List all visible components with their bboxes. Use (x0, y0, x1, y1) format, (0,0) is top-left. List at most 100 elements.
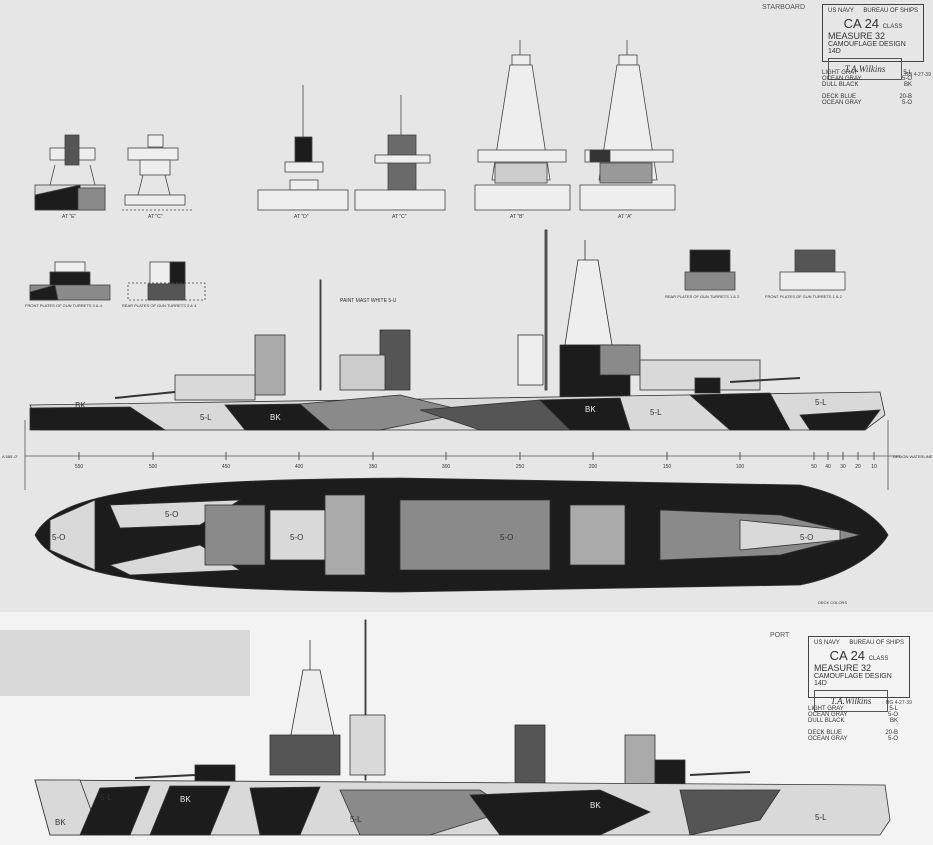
caption-front-plates-1-2: FRONT PLATES OF GUN TURRETS 1 & 2 (765, 294, 843, 299)
caption-at-a: AT "A" (618, 214, 632, 220)
legend-code: 20-B (885, 730, 898, 736)
frame-label: 250 (516, 464, 525, 470)
org-label: US NAVY (828, 8, 854, 14)
frame-label: 10 (871, 464, 877, 470)
legend-name: DULL BLACK (808, 718, 845, 724)
legend-name: OCEAN GRAY (808, 736, 848, 742)
front-plates-turrets-3-4 (29, 261, 111, 301)
approval-signature: T.A.Wilkins (828, 58, 902, 80)
frame-label: 100 (736, 464, 745, 470)
legend-code: 5-O (901, 76, 912, 82)
code-label-5l: 5-L (815, 813, 827, 822)
section-at-c-2 (354, 95, 446, 211)
code-label-bk: BK (75, 401, 86, 410)
frame-marks: 550 500 450 400 350 300 250 200 150 100 50 40 30 20 10 (75, 452, 877, 470)
org-label: US NAVY (814, 640, 840, 646)
class-suffix: CLASS (882, 24, 903, 30)
port-color-legend: LIGHT GRAY 5-L OCEAN GRAY 5-O DULL BLACK BK… (808, 706, 898, 742)
frame-label: 40 (825, 464, 831, 470)
caption-at-c-2: AT "C" (392, 214, 407, 220)
legend-code: 5-O (901, 100, 912, 106)
date-stamp: BG 4-27-39 (905, 72, 931, 78)
legend-code: 20-B (899, 94, 912, 100)
caption-at-d: AT "D" (294, 214, 309, 220)
class-name: CA 24 (843, 16, 880, 31)
code-label-bk: BK (180, 795, 191, 804)
section-captions: AT "E" AT "C" AT "D" AT "C" AT "B" AT "A… (2, 214, 933, 605)
legend-code: 5-O (887, 712, 898, 718)
caption-at-c: AT "C" (148, 214, 163, 220)
legend-code: 5-O (887, 736, 898, 742)
frame-label: 30 (840, 464, 846, 470)
caption-front-plates-3-4: FRONT PLATES OF GUN TURRETS 3 & 4 (25, 303, 103, 308)
code-label-5l: 5-L (815, 398, 827, 407)
legend-name: OCEAN GRAY (808, 712, 848, 718)
code-label-5l: 5-L (200, 413, 212, 422)
mast-note: PAINT MAST WHITE 5-U (340, 298, 397, 304)
legend-row: OCEAN GRAY 5-O (808, 712, 898, 718)
code-label-5l: 5-L (650, 408, 662, 417)
design: CAMOUFLAGE DESIGN 14D (814, 673, 892, 687)
class-name: CA 24 (829, 648, 866, 663)
legend-row: DECK BLUE 20-B (808, 730, 898, 736)
front-plates-turrets-1-2 (779, 249, 846, 291)
code-label-bk: BK (590, 801, 601, 810)
rear-plates-turrets-1-2 (684, 249, 736, 291)
caption-at-e: AT "E" (62, 214, 76, 220)
legend-row: OCEAN GRAY 5-O (808, 736, 898, 742)
code-label-5o: 5-O (500, 533, 513, 542)
frame-label: 500 (149, 464, 158, 470)
date-stamp: BG 4-27-39 (886, 700, 912, 706)
legend-code: 5-L (889, 706, 898, 712)
code-label-5l: 5-L (350, 815, 362, 824)
legend-code: BK (889, 718, 898, 724)
frame-label: 20 (855, 464, 861, 470)
code-label-bk: BK (55, 818, 66, 827)
frame-label: 150 (663, 464, 672, 470)
legend-row: DULL BLACK BK (808, 718, 898, 724)
frame-label: 50 (811, 464, 817, 470)
legend-row: LIGHT GRAY 5-L (808, 706, 898, 712)
legend-name: LIGHT GRAY (808, 706, 844, 712)
rear-plates-turrets-3-4 (127, 261, 206, 301)
caption-rear-plates-1-2: REAR PLATES OF GUN TURRETS 1 & 2 (665, 294, 740, 299)
section-at-c (122, 134, 192, 211)
section-at-a (579, 40, 676, 211)
frame-scale (24, 420, 900, 490)
frame-label: 550 (75, 464, 84, 470)
code-label-bk: BK (270, 413, 281, 422)
measure: MEASURE 32 (828, 31, 886, 41)
legend-name: OCEAN GRAY (822, 76, 862, 82)
caption-rear-plates-3-4: REAR PLATES OF GUN TURRETS 3 & 4 (122, 303, 197, 308)
code-label-bk: BK (585, 405, 596, 414)
legend-name: DECK BLUE (822, 94, 857, 100)
code-label-5o: 5-O (52, 533, 65, 542)
code-label-5l: 5-L (100, 793, 112, 802)
section-at-b (474, 40, 571, 211)
starboard-profile (29, 229, 886, 431)
frame-label: 350 (369, 464, 378, 470)
port-label: PORT (770, 632, 790, 639)
section-at-d (257, 85, 349, 211)
plan-note: DECK COLORS (818, 600, 847, 605)
approval-signature: T.A.Wilkins (814, 690, 888, 712)
bureau-label: BUREAU OF SHIPS (863, 8, 918, 14)
frame-label: 450 (222, 464, 231, 470)
code-label-5o: 5-O (165, 510, 178, 519)
legend-name: DECK BLUE (808, 730, 843, 736)
frame-label: 200 (589, 464, 598, 470)
paint-code-labels: BK 5-L BK BK 5-L 5-L 5-O 5-O 5-O 5-O 5-O… (52, 398, 827, 827)
scale-end-label: DESIGN WATERLINE (893, 454, 933, 459)
legend-row: OCEAN GRAY 5-O (822, 76, 912, 82)
frame-label: 300 (442, 464, 451, 470)
legend-code: BK (903, 82, 912, 88)
plan-view (34, 477, 889, 593)
caption-at-b: AT "B" (510, 214, 524, 220)
frame-label: 400 (295, 464, 304, 470)
